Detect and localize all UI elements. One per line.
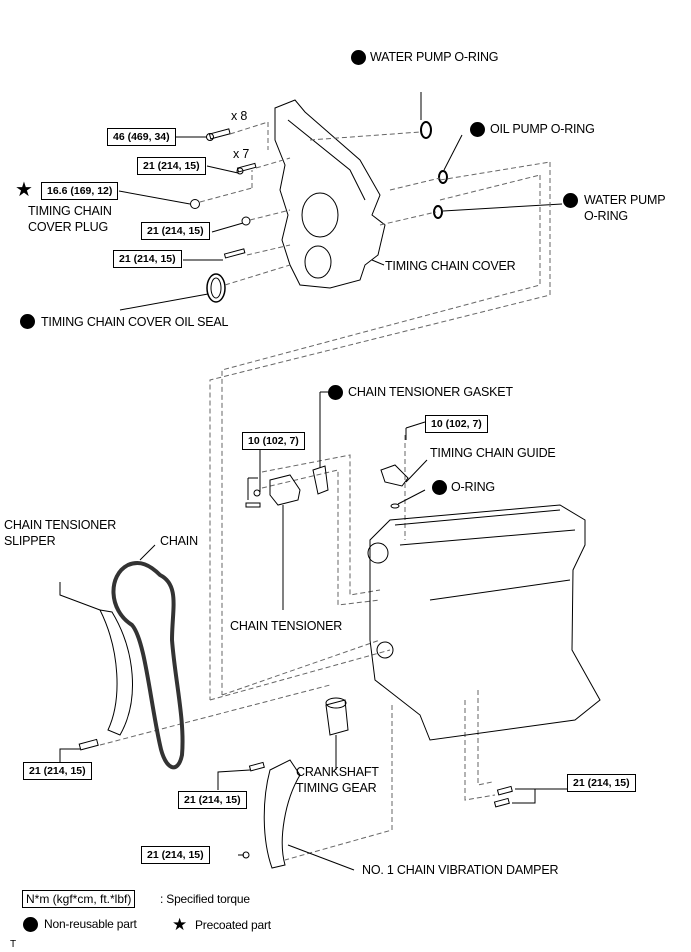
label-water-pump-oring-right-line2: O-RING (584, 209, 628, 223)
legend-precoated-star-icon: ★ (172, 915, 188, 934)
legend-torque-desc: : Specified torque (160, 892, 250, 906)
legend-non-reusable: Non-reusable part (44, 917, 137, 931)
crankshaft-timing-gear-shape (325, 699, 349, 736)
legend-non-reusable-icon (23, 917, 38, 932)
chain-tensioner-gasket-shape (312, 465, 329, 495)
quantity-x7: x 7 (233, 147, 250, 161)
precoated-star-icon: ★ (15, 179, 33, 201)
bolt-x7-shape (236, 162, 257, 173)
cover-stud-shape (223, 248, 246, 259)
torque-spec-cover-bolt-x8: 46 (469, 34) (107, 128, 176, 146)
engine-block-shape (369, 504, 601, 741)
label-crankshaft-gear-line2: TIMING GEAR (296, 781, 377, 795)
timing-chain-cover-shape (274, 99, 386, 289)
torque-spec-cover-nut: 21 (214, 15) (141, 222, 210, 240)
torque-spec-cover-bolt-x7: 21 (214, 15) (137, 157, 206, 175)
oil-seal-shape (206, 273, 226, 303)
guide-oring-shape (390, 503, 400, 509)
label-oil-pump-oring: OIL PUMP O-RING (490, 122, 595, 136)
label-timing-chain-cover: TIMING CHAIN COVER (385, 259, 516, 273)
torque-spec-block-bolts: 21 (214, 15) (567, 774, 636, 792)
slipper-bolt-shape (78, 738, 99, 751)
legend-torque-unit: N*m (kgf*cm, ft.*lbf) (22, 890, 136, 908)
quantity-x8: x 8 (231, 109, 248, 123)
torque-spec-cover-stud: 21 (214, 15) (113, 250, 182, 268)
chain-vibration-damper-shape (263, 759, 301, 869)
label-crankshaft-gear-line1: CRANKSHAFT (296, 765, 379, 779)
label-water-pump-oring-right-line1: WATER PUMP (584, 193, 666, 207)
non-reusable-icon (470, 122, 485, 137)
label-water-pump-oring: WATER PUMP O-RING (370, 50, 499, 64)
torque-spec-slipper-bolt: 21 (214, 15) (23, 762, 92, 780)
non-reusable-icon (432, 480, 447, 495)
label-chain-tensioner-gasket: CHAIN TENSIONER GASKET (348, 385, 513, 399)
label-slipper-line1: CHAIN TENSIONER (4, 518, 117, 532)
cover-nut-shape (241, 216, 251, 226)
oil-pump-oring-shape (438, 170, 448, 184)
cover-seal-bore (304, 245, 332, 279)
non-reusable-icon (351, 50, 366, 65)
water-pump-oring-right-shape (433, 205, 443, 219)
water-pump-oring-top-shape (420, 121, 432, 139)
label-cover-plug-line1: TIMING CHAIN (28, 204, 112, 218)
torque-spec-guide-bolt: 10 (102, 7) (425, 415, 488, 433)
label-slipper-line2: SLIPPER (4, 534, 56, 548)
torque-spec-cover-plug: 16.6 (169, 12) (41, 182, 119, 200)
label-chain: CHAIN (160, 534, 198, 548)
footer-mark: T (10, 939, 16, 950)
label-chain-vibration-damper: NO. 1 CHAIN VIBRATION DAMPER (362, 863, 559, 877)
timing-chain-guide-shape (380, 464, 409, 487)
non-reusable-icon (20, 314, 35, 329)
damper-bolt-shape (248, 761, 265, 772)
label-cover-oil-seal: TIMING CHAIN COVER OIL SEAL (41, 315, 229, 329)
chain-tensioner-slipper-shape (99, 609, 133, 736)
non-reusable-icon (328, 385, 343, 400)
torque-spec-damper-bolt: 21 (214, 15) (178, 791, 247, 809)
label-o-ring: O-RING (451, 480, 495, 494)
chain-shape (111, 561, 185, 770)
legend-precoated: Precoated part (195, 918, 271, 932)
torque-spec-tensioner-nuts: 10 (102, 7) (242, 432, 305, 450)
chain-tensioner-shape (269, 474, 301, 506)
label-cover-plug-line2: COVER PLUG (28, 220, 108, 234)
torque-spec-damper-nut: 21 (214, 15) (141, 846, 210, 864)
non-reusable-icon (563, 193, 578, 208)
cover-plug-shape (190, 199, 200, 209)
bolt-x8-shape (208, 128, 231, 140)
label-timing-chain-guide: TIMING CHAIN GUIDE (430, 446, 556, 460)
label-chain-tensioner: CHAIN TENSIONER (230, 619, 343, 633)
